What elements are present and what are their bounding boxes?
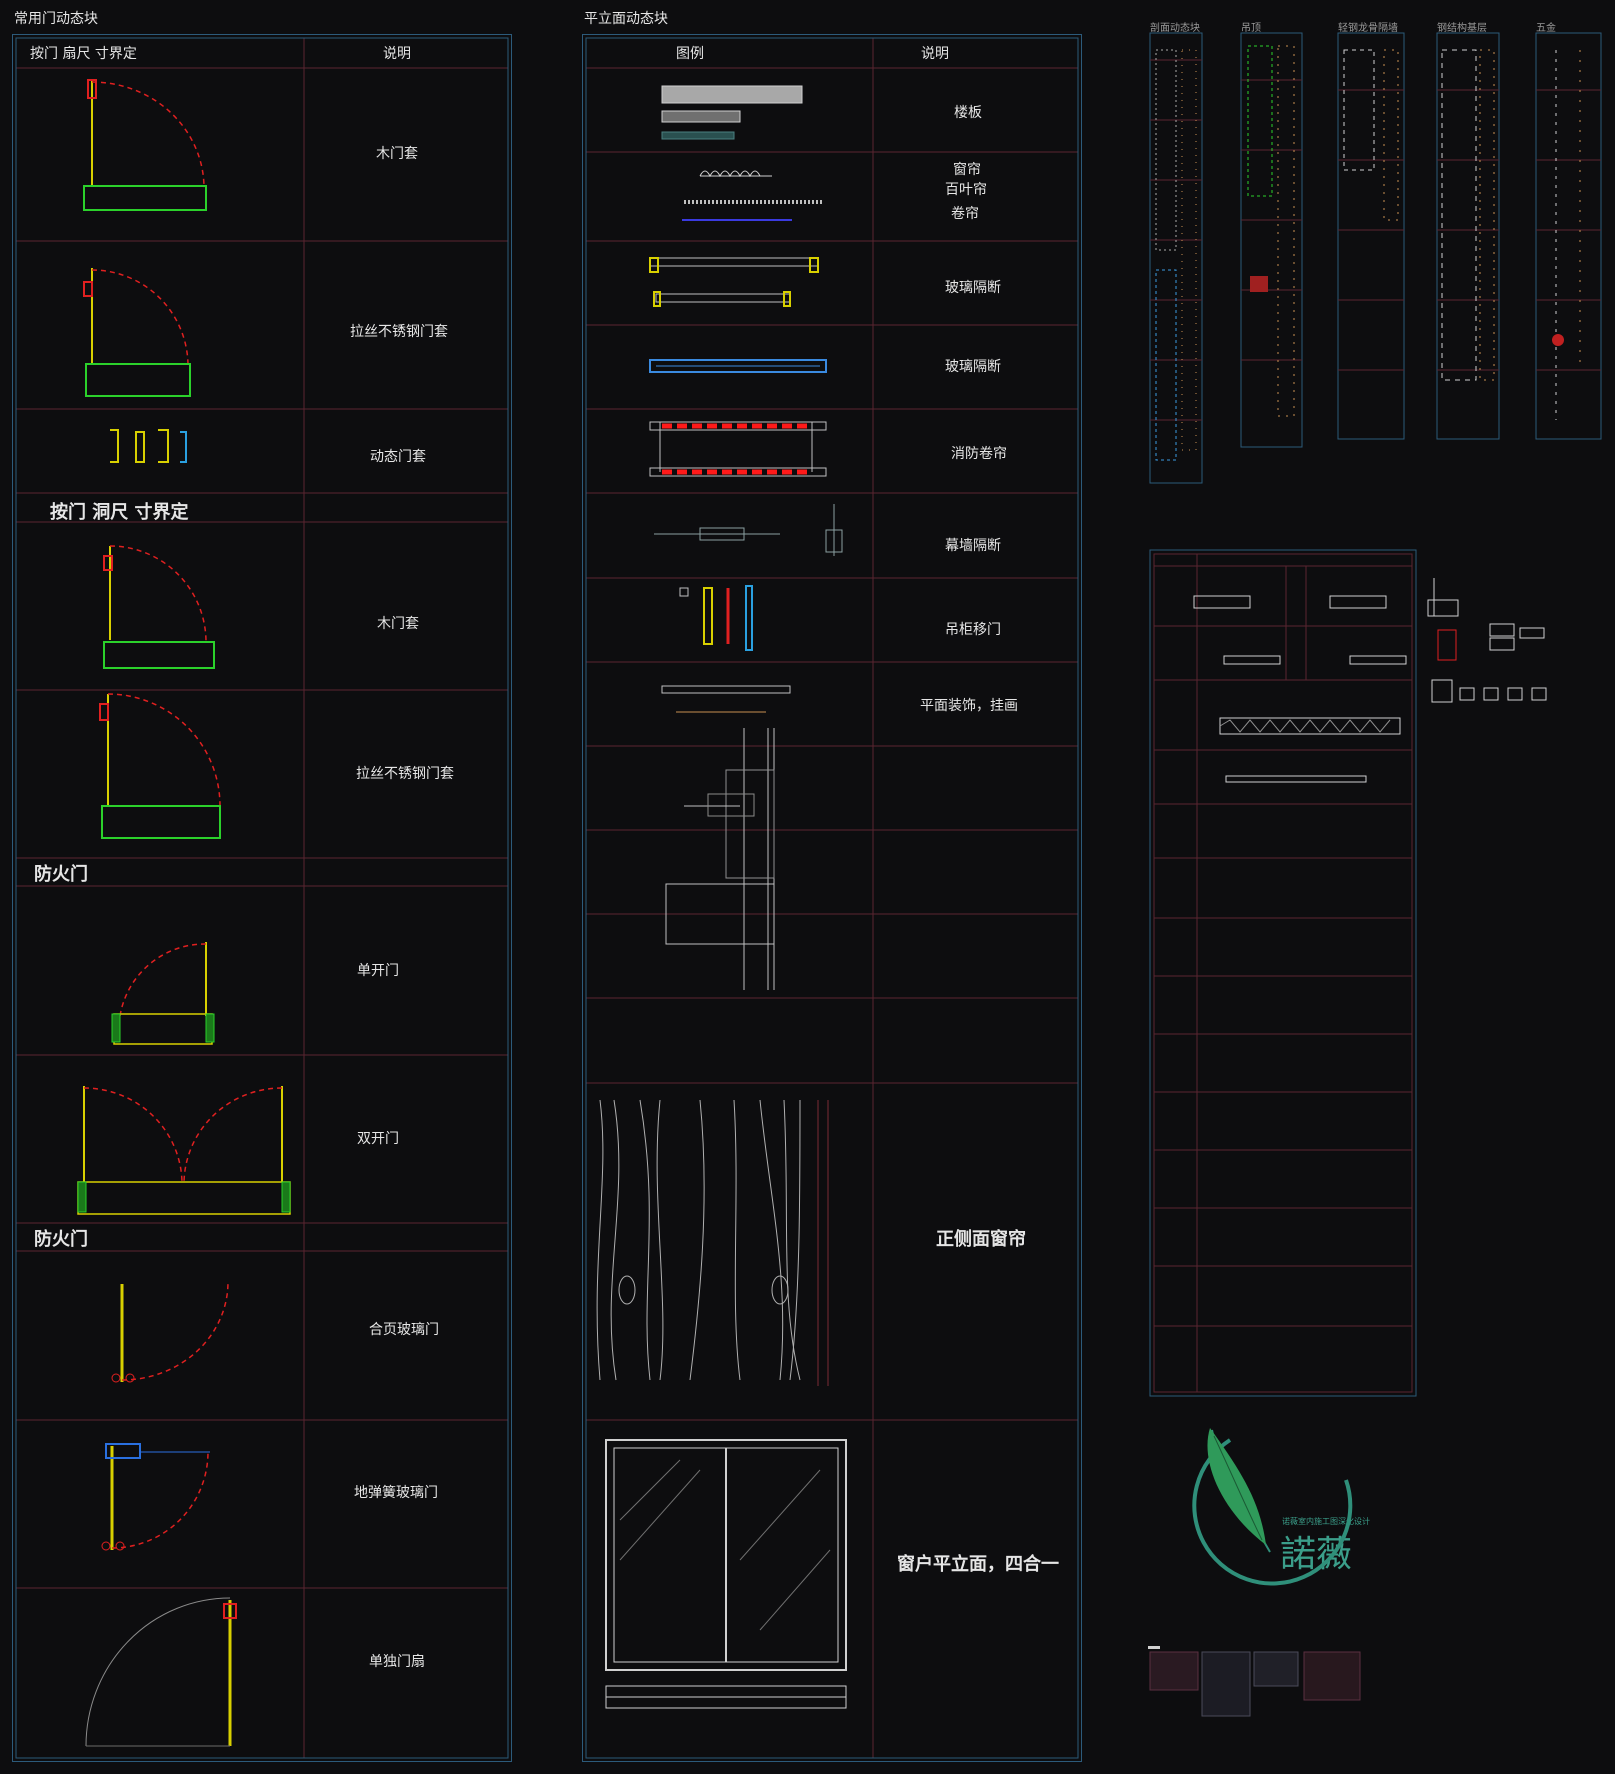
curtain-blind-icons (682, 170, 824, 221)
glass-partition-icon-2 (649, 359, 827, 373)
mini-title-partition: 轻钢龙骨隔墙 (1338, 23, 1398, 34)
row-label-floor-slab: 楼板 (954, 105, 982, 121)
curtain-wall-partition-icon (654, 504, 843, 556)
mini-title-section: 剖面动态块 (1150, 23, 1200, 34)
row-label-hinged-glass-door: 合页玻璃门 (369, 1322, 439, 1338)
nuowei-logo (1192, 1428, 1353, 1586)
thumbnail-sheets (1148, 1646, 1361, 1717)
left-col1-header: 按门 扇尺 寸界定 (30, 46, 137, 62)
mini-title-ceiling: 吊顶 (1241, 23, 1261, 34)
door-wood-frame-2 (103, 545, 215, 669)
section-fire-door-2: 防火门 (34, 1229, 88, 1250)
mini-sheet-grid (1149, 32, 1602, 484)
curtain-side-label: 正侧面窗帘 (936, 1229, 1026, 1250)
row-label-curtain: 窗帘 (953, 162, 981, 178)
row-label-sliding-cabinet-door: 吊柜移门 (945, 622, 1001, 638)
window-elevation (605, 1439, 847, 1709)
fire-door-single (111, 942, 215, 1045)
curtain-elevation (596, 1099, 829, 1386)
row-label-glass-partition-2: 玻璃隔断 (945, 359, 1001, 375)
mini-sheet-content (1155, 45, 1581, 461)
row-label-fire-shutter: 消防卷帘 (951, 446, 1007, 462)
row-label-glass-partition-1: 玻璃隔断 (945, 280, 1001, 296)
row-label-floor-spring-glass-door: 地弹簧玻璃门 (354, 1485, 438, 1501)
left-table-grid (16, 38, 508, 1758)
row-label-curtain-wall-partition: 幕墙隔断 (945, 538, 1001, 554)
fire-shutter-icon (649, 421, 827, 477)
row-label-roller-blind: 卷帘 (951, 206, 979, 222)
dynamic-door-frame-icons (110, 429, 187, 463)
floor-spring-glass-door (101, 1443, 210, 1551)
wall-section-detail (665, 728, 775, 990)
logo-subtitle: 诺薇室内施工图深化设计 (1282, 1517, 1370, 1526)
middle-col2-header: 说明 (921, 46, 949, 62)
mini-sheet-lines (1150, 59, 1601, 421)
left-table (12, 34, 512, 1762)
single-door-leaf (85, 1597, 237, 1747)
left-inner-border (15, 37, 509, 1759)
mini-title-steel: 钢结构基层 (1437, 23, 1487, 34)
door-steel-frame-2 (99, 693, 221, 839)
sliding-cabinet-door-icon (679, 585, 753, 651)
fire-door-double (77, 1086, 291, 1215)
section-fire-door-1: 防火门 (34, 864, 88, 885)
right-tall-table (1149, 549, 1417, 1397)
row-label-wood-door-frame: 木门套 (376, 146, 418, 162)
window-elevation-label: 窗户平立面，四合一 (897, 1554, 1059, 1575)
small-detail-widgets (1427, 578, 1547, 703)
mini-title-hardware: 五金 (1536, 23, 1556, 34)
section-door-opening: 按门 洞尺 寸界定 (50, 502, 189, 523)
row-label-wood-door-frame-2: 木门套 (377, 616, 419, 632)
middle-col1-header: 图例 (676, 46, 704, 62)
hinged-glass-door (111, 1281, 229, 1383)
middle-inner-border (585, 37, 1079, 1759)
row-label-double-door: 双开门 (357, 1131, 399, 1147)
middle-panel-title: 平立面动态块 (584, 11, 668, 27)
floor-slab-icon (661, 85, 803, 140)
row-label-decoration-painting: 平面装饰，挂画 (920, 698, 1018, 714)
row-label-steel-door-frame: 拉丝不锈钢门套 (350, 324, 448, 340)
middle-table-grid (586, 38, 1078, 1758)
left-panel-title: 常用门动态块 (14, 11, 98, 27)
door-wood-frame-1 (83, 79, 207, 211)
decoration-painting-icon (661, 685, 791, 713)
door-steel-frame-1 (83, 268, 191, 397)
left-col2-header: 说明 (383, 46, 411, 62)
middle-table (582, 34, 1082, 1762)
row-label-steel-door-frame-2: 拉丝不锈钢门套 (356, 766, 454, 782)
glass-partition-icon-1 (649, 257, 819, 307)
row-label-single-door-leaf: 单独门扇 (369, 1654, 425, 1670)
row-label-dynamic-door-frame: 动态门套 (370, 449, 426, 465)
row-label-blinds: 百叶帘 (945, 182, 987, 198)
row-label-single-door: 单开门 (357, 963, 399, 979)
